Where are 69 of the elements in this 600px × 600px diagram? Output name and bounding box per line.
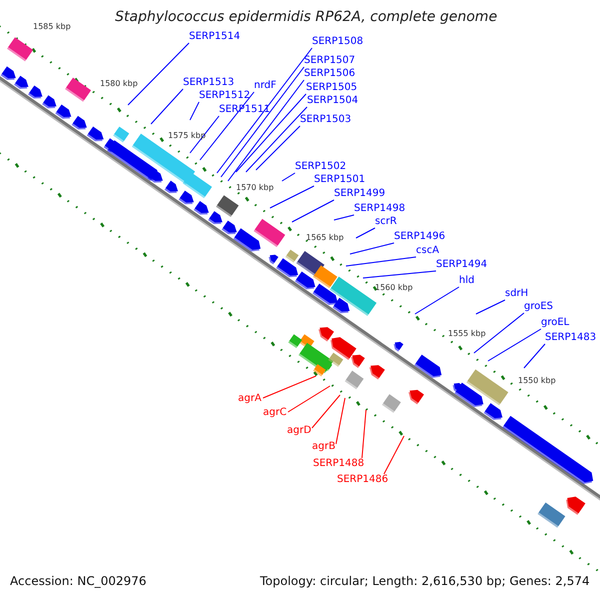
accession-text: Accession: NC_002976 [10,574,146,588]
leader-line [292,200,334,222]
leader-line [190,102,200,120]
gene-label: agrB [312,440,336,454]
leader-line [150,88,184,124]
leader-line [312,394,340,428]
leader-line [228,80,304,182]
gene-label: groES [524,300,554,314]
leader-line [346,256,416,266]
gene-label: SERP1512 [199,89,250,103]
gene-label: groEL [541,316,570,330]
gene-label: SERP1513 [183,76,234,90]
gene-label: SERP1486 [337,473,388,487]
gene-label: SERP1503 [300,113,352,127]
scale-label: 1580 kbp [100,78,138,90]
leader-line [200,92,254,160]
leader-line [246,106,308,172]
leader-line [334,214,354,220]
gene-label: SERP1502 [295,160,346,174]
leader-line [262,376,316,398]
leader-line [236,94,306,172]
gene-label: SERP1507 [304,54,356,68]
scale-label: 1570 kbp [236,182,274,194]
scale-label: 1565 kbp [306,232,344,244]
leader-line [362,270,436,278]
scale-label: 1585 kbp [33,21,71,33]
genome-title: Staphylococcus epidermidis RP62A, complete genome [115,10,498,24]
gene-label: SERP1506 [304,67,356,81]
gene-label: SERP1501 [314,173,366,187]
gene-label: hld [459,274,474,288]
gene-label: agrD [287,424,312,438]
leader-line [476,300,506,314]
leader-line [216,48,312,174]
leader-line [474,312,524,354]
leader-line [356,228,376,238]
leader-line [362,410,366,458]
gene-label: cscA [416,244,440,258]
leader-line [336,398,346,444]
leader-line [220,66,304,178]
gene-label: nrdF [254,79,276,93]
leader-line [488,328,542,362]
gene-label: SERP1483 [545,331,596,345]
gene-label: agrA [238,392,262,406]
gene-label: SERP1496 [394,230,446,244]
leader-line [128,42,190,106]
leader-line [282,172,296,182]
genome-stats-text: Topology: circular; Length: 2,616,530 bp; Genes: 2,574 [260,574,590,588]
leader-line [288,386,330,412]
gene-label: agrC [263,406,287,420]
gene-label: SERP1505 [306,81,358,95]
gene-label: SERP1494 [436,258,488,272]
gene-label: scrR [375,215,397,229]
scale-label: 1560 kbp [375,282,413,294]
leader-line [384,436,404,474]
gene-label: SERP1498 [354,202,406,216]
gene-label: SERP1504 [307,94,358,108]
gene-label: sdrH [505,287,528,301]
gene-label: SERP1508 [312,35,364,49]
gene-label: SERP1514 [189,30,240,44]
leader-line [414,286,460,314]
gene-label: SERP1499 [334,187,386,201]
leader-line [256,126,300,170]
leader-line [524,344,546,368]
scale-label: 1550 kbp [518,375,556,387]
gene-label: SERP1488 [313,457,364,471]
leader-line [270,186,314,208]
leader-line [350,242,394,254]
scale-label: 1555 kbp [448,328,486,340]
leader-line [190,116,220,154]
